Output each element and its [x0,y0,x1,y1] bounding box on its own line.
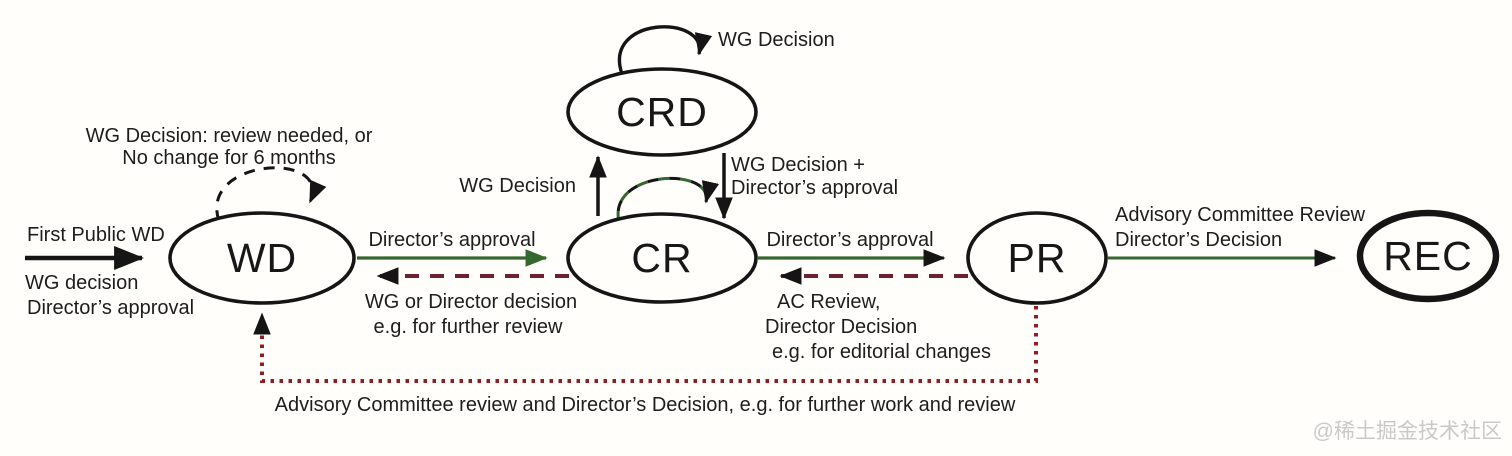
wd-to-cr-label: Director’s approval [368,229,535,251]
entry-label-line2: Director’s approval [27,297,194,319]
node-cr [566,212,758,304]
node-cr-label: CR [631,235,692,281]
cr-to-pr-label: Director’s approval [766,229,933,251]
pr-to-cr-label-line1: AC Review, [777,291,880,313]
cr-to-wd-label-line2: e.g. for further review [374,316,564,338]
pr-to-rec-label-line1: Advisory Committee Review [1115,204,1366,226]
cr-to-crd-label: WG Decision [459,175,576,197]
crd-to-cr-label-line2: Director’s approval [731,177,898,199]
wd-loop-label-line1: WG Decision: review needed, or [86,125,373,147]
node-pr [966,211,1108,305]
node-crd [566,67,758,157]
pr-to-wd-feedback-arrow [253,306,1038,383]
node-rec-label: REC [1383,233,1473,279]
entry-label-title: First Public WD [27,224,165,246]
cr-self-loop-black-dashes [616,177,719,223]
crd-self-loop-arrow [617,25,713,75]
crd-to-cr-label-line1: WG Decision + [731,154,865,176]
feedback-label: Advisory Committee review and Director’s… [275,394,1016,416]
wd-loop-label-line2: No change for 6 months [122,147,335,169]
crd-loop-label: WG Decision [718,29,835,51]
node-rec [1356,209,1500,303]
node-wd [168,211,356,305]
cr-to-wd-label-line1: WG or Director decision [365,291,577,313]
entry-label-line1: WG decision [25,272,138,294]
pr-to-rec-label-line2: Director’s Decision [1115,229,1282,251]
node-wd-label: WD [227,235,297,281]
pr-to-cr-label-line2: Director Decision [765,316,917,338]
pr-to-cr-label-line3: e.g. for editorial changes [772,341,991,363]
node-crd-label: CRD [616,89,708,135]
watermark: @稀土掘金技术社区 [1313,420,1502,443]
wd-self-loop-arrow [215,166,327,222]
node-pr-label: PR [1008,235,1067,281]
